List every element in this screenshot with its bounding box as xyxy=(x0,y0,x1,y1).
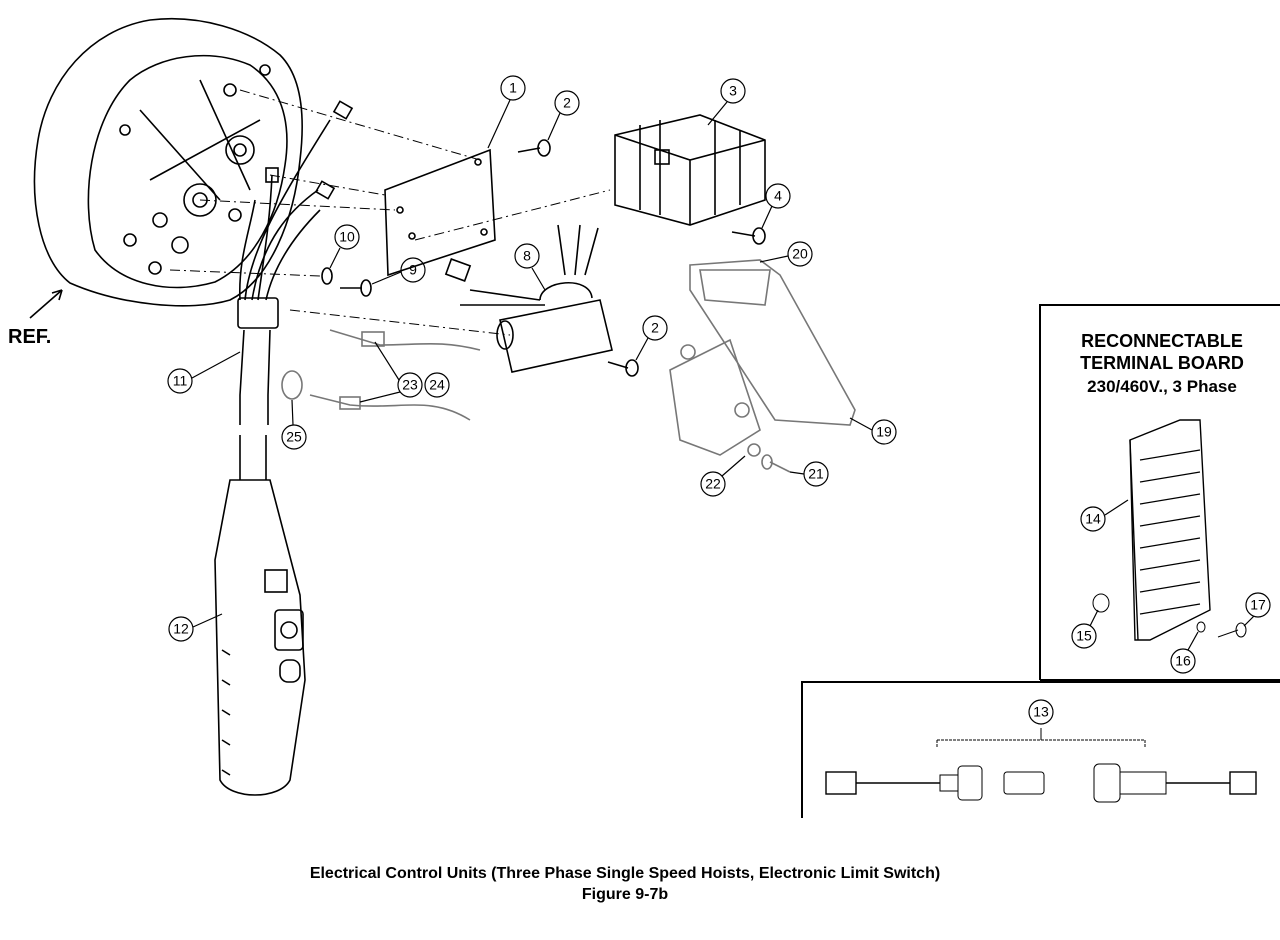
fuse-holder-inset xyxy=(801,681,1280,818)
contactor xyxy=(614,114,766,226)
lead-wires xyxy=(281,329,481,421)
callout-3: 3 xyxy=(729,83,737,99)
callout-22: 22 xyxy=(705,476,721,492)
ref-arrow xyxy=(29,289,63,319)
callout-10: 10 xyxy=(339,229,355,245)
callout-14: 14 xyxy=(1085,511,1101,527)
motor-end-housing xyxy=(33,17,303,307)
callout-13: 13 xyxy=(1033,704,1049,720)
inset-title-line3: 230/460V., 3 Phase xyxy=(1087,377,1237,396)
pendant-control-station xyxy=(214,479,306,796)
inset-title-line1: RECONNECTABLE xyxy=(1081,331,1243,351)
wire-harness xyxy=(238,100,354,301)
callout-17: 17 xyxy=(1250,597,1266,613)
screw-2-top xyxy=(517,139,551,157)
circuit-board xyxy=(384,148,496,277)
electronic-limit-switch xyxy=(669,259,856,457)
callout-1: 1 xyxy=(509,80,517,96)
inset-title-line2: TERMINAL BOARD xyxy=(1080,353,1244,373)
screw-4 xyxy=(731,227,766,245)
screw-21 xyxy=(761,454,791,473)
callout-24: 24 xyxy=(429,377,445,393)
callout-2a: 2 xyxy=(563,95,571,111)
callout-markers xyxy=(167,75,897,642)
terminal-board-inset xyxy=(1039,304,1280,681)
figure-caption: Electrical Control Units (Three Phase Si… xyxy=(309,865,941,882)
callout-25: 25 xyxy=(286,429,302,445)
callout-20: 20 xyxy=(792,246,808,262)
figure-number: Figure 9-7b xyxy=(581,886,669,903)
pendant-cord xyxy=(237,297,279,480)
washer-10 xyxy=(321,267,333,285)
screw-9 xyxy=(340,279,372,297)
callout-2b: 2 xyxy=(651,320,659,336)
callout-21: 21 xyxy=(808,466,824,482)
callout-11: 11 xyxy=(173,373,188,389)
callout-16: 16 xyxy=(1175,653,1191,669)
callout-23: 23 xyxy=(402,377,418,393)
transformer xyxy=(444,224,613,373)
callout-8: 8 xyxy=(523,248,531,264)
callout-15: 15 xyxy=(1076,628,1092,644)
callout-19: 19 xyxy=(876,424,892,440)
callout-9: 9 xyxy=(409,262,417,278)
callout-4: 4 xyxy=(774,188,782,204)
callout-12: 12 xyxy=(173,621,189,637)
assembly-leader-lines xyxy=(169,89,611,336)
ref-label: REF. xyxy=(8,326,52,348)
screw-2-bottom xyxy=(607,359,639,377)
